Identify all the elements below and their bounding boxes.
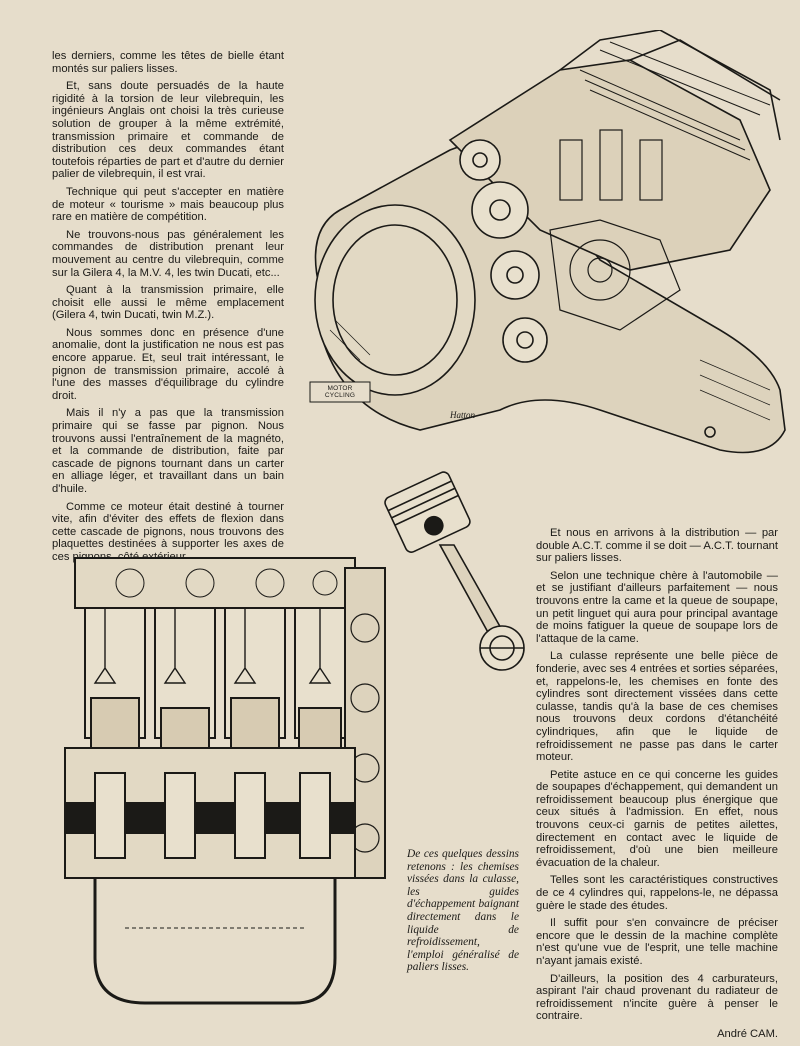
caption-text: De ces quelques dessins retenons : les c… (407, 848, 519, 974)
paragraph: Technique qui peut s'accepter en matière… (52, 185, 284, 224)
paragraph: Quant à la transmission primaire, elle c… (52, 284, 284, 322)
article-column-left: les derniers, comme les têtes de bielle … (52, 50, 284, 569)
paragraph: Et nous en arrivons à la distribution — … (536, 527, 778, 565)
paragraph: D'ailleurs, la position des 4 carburateu… (536, 972, 778, 1023)
paragraph: Et, sans doute persuadés de la haute rig… (52, 80, 284, 181)
paragraph: Il suffit pour s'en convaincre de précis… (536, 917, 778, 967)
paragraph: Comme ce moteur était destiné à tourner … (52, 500, 284, 563)
piston-rod-illustration (372, 470, 532, 690)
motor-cycling-stamp: MOTOR CYCLING (324, 385, 356, 399)
engine-cutaway-illustration: MOTOR CYCLING Hatton (300, 30, 795, 470)
figure-caption: De ces quelques dessins retenons : les c… (407, 848, 519, 974)
paragraph: Petite astuce en ce qui concerne les gui… (536, 768, 778, 869)
engine-section-drawing (55, 548, 395, 1018)
paragraph: les derniers, comme les têtes de bielle … (52, 50, 284, 75)
paragraph: La culasse représente une belle pièce de… (536, 650, 778, 764)
paragraph: Nous sommes donc en présence d'une anoma… (52, 326, 284, 402)
artist-signature: Hatton (450, 410, 476, 420)
paragraph: Ne trouvons-nous pas généralement les co… (52, 228, 284, 279)
paragraph: Selon une technique chère à l'automobile… (536, 569, 778, 645)
article-column-right: Et nous en arrivons à la distribution — … (536, 527, 778, 1046)
paragraph: Telles sont les caractéristiques constru… (536, 874, 778, 912)
paragraph: Mais il n'y a pas que la transmission pr… (52, 407, 284, 495)
